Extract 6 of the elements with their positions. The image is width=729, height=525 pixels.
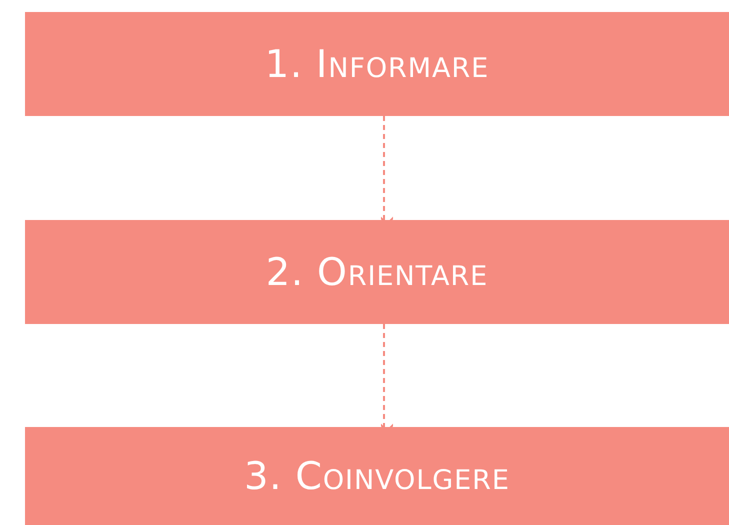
- step-box: [25, 12, 729, 116]
- step-box: [25, 220, 729, 324]
- step-title: 1. Informare: [264, 40, 490, 88]
- step-title: 2. Orientare: [266, 248, 488, 296]
- step-box: [25, 427, 729, 525]
- step-title: 3. Coinvolgere: [244, 452, 510, 500]
